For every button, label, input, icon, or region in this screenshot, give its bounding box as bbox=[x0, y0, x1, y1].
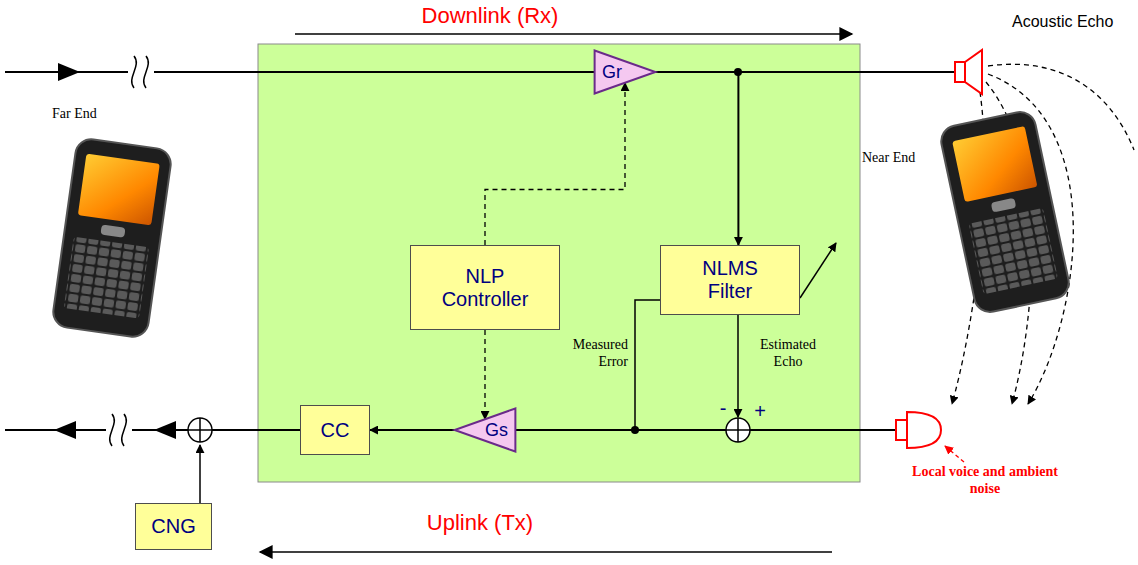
signal-label: Estimated Echo bbox=[746, 337, 830, 371]
channel-break bbox=[106, 414, 132, 446]
arrow-head bbox=[58, 63, 80, 81]
node-text: CC bbox=[321, 419, 350, 442]
end-label: Near End bbox=[862, 150, 942, 167]
note-label: Local voice and ambient noise bbox=[900, 464, 1070, 498]
gain-triangle: Gs bbox=[454, 408, 516, 452]
node-text: Gr bbox=[602, 62, 622, 83]
node-text: Gs bbox=[485, 420, 508, 441]
node-text: NLP Controller bbox=[428, 265, 543, 311]
processing-region bbox=[258, 44, 860, 482]
direction-label: Downlink (Rx) bbox=[370, 3, 610, 29]
voice-arrow bbox=[945, 446, 964, 462]
sign-label: - bbox=[716, 396, 730, 420]
channel-break bbox=[128, 56, 154, 88]
acoustic-echo-path bbox=[952, 64, 1134, 404]
noise-wire bbox=[199, 445, 201, 503]
noise-generator-box: CNG bbox=[135, 503, 212, 550]
gain-triangle: Gr bbox=[594, 50, 656, 94]
filter-box: NLMS Filter bbox=[660, 245, 800, 315]
direction-arrow bbox=[295, 33, 852, 35]
microphone bbox=[896, 412, 941, 448]
direction-label: Uplink (Tx) bbox=[370, 510, 590, 536]
path-label: Acoustic Echo bbox=[1012, 12, 1132, 31]
far-end-phone bbox=[51, 137, 173, 339]
node-text: CNG bbox=[151, 515, 195, 538]
loudspeaker bbox=[955, 50, 982, 94]
summing-junction bbox=[188, 418, 212, 442]
arrow-head bbox=[154, 421, 176, 439]
summing-junction bbox=[188, 418, 212, 442]
summing-junction bbox=[726, 418, 750, 442]
error-feedback-wire bbox=[635, 300, 660, 430]
signal-connector bbox=[656, 72, 738, 245]
uplink-wire bbox=[5, 429, 896, 431]
signal-connector bbox=[370, 429, 454, 431]
controller-box: NLP Controller bbox=[410, 245, 560, 330]
control-connector bbox=[484, 330, 485, 419]
echo-estimate-wire bbox=[737, 315, 739, 417]
near-end-phone bbox=[938, 109, 1071, 315]
summing-junction bbox=[726, 418, 750, 442]
adaptation-arrow bbox=[800, 243, 836, 298]
end-label: Far End bbox=[52, 106, 142, 123]
direction-arrow bbox=[260, 551, 832, 553]
signal-label: Measured Error bbox=[546, 337, 628, 371]
sign-label: + bbox=[752, 399, 768, 423]
control-connector bbox=[485, 83, 625, 245]
arrow-head bbox=[54, 421, 76, 439]
comfort-box: CC bbox=[300, 405, 370, 455]
node-text: NLMS Filter bbox=[685, 257, 775, 303]
